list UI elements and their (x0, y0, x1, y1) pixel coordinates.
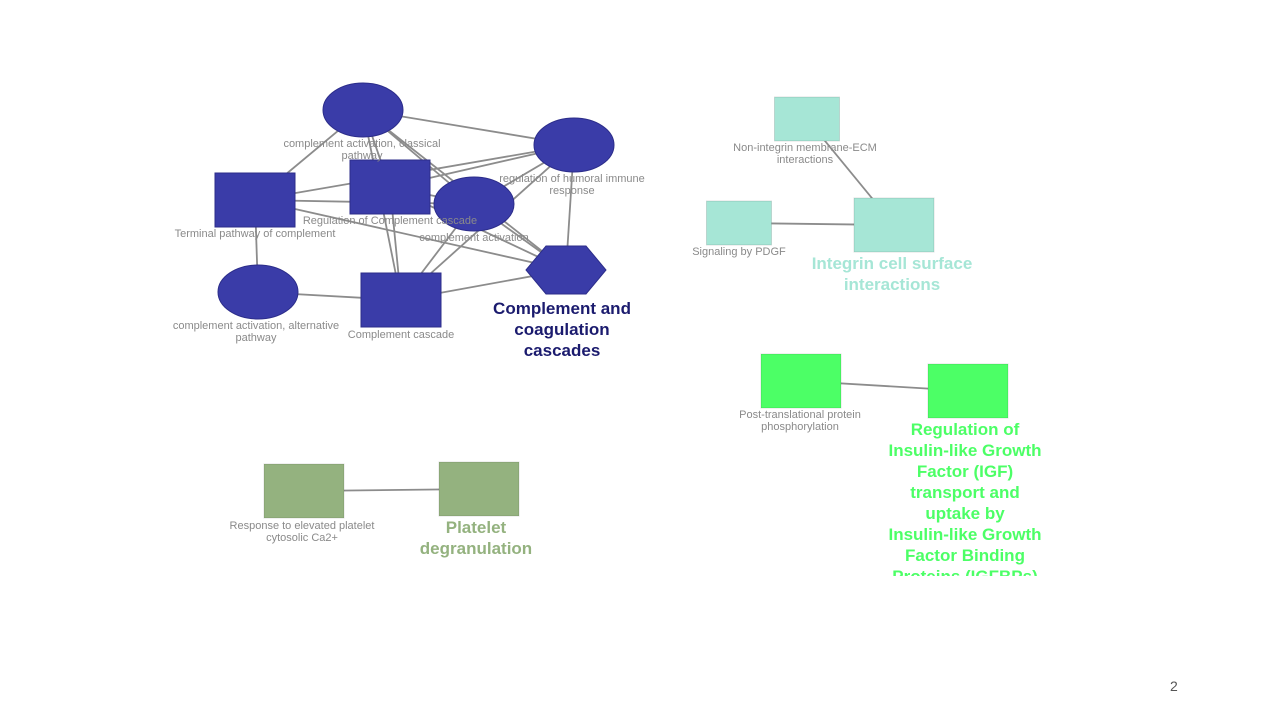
node-label-cascade: Complement cascade (348, 329, 454, 341)
node-regulation (349, 159, 431, 215)
cluster-title-line: Regulation of (911, 420, 1020, 439)
node-integrin (853, 197, 935, 253)
node-nonintegrin (774, 96, 840, 142)
cluster-title-line: Integrin cell surface (812, 254, 973, 273)
cluster-title-line: uptake by (925, 504, 1005, 523)
cluster-title-layer: Complement and coagulation cascades Integri… (420, 254, 1042, 586)
node-label-line: pathway (236, 332, 277, 344)
page-number: 2 (1170, 678, 1178, 694)
node-layer (214, 82, 1009, 519)
cluster-title-line: cascades (524, 341, 601, 360)
node-label-line: Signaling by PDGF (692, 246, 786, 258)
node-label-terminal: Terminal pathway of complement (175, 228, 336, 240)
cluster-title-line: Factor (IGF) (917, 462, 1013, 481)
node-label-pdgf: Signaling by PDGF (692, 246, 786, 258)
node-label-line: phosphorylation (761, 421, 839, 433)
node-label-line: Complement cascade (348, 329, 454, 341)
node-label-line: regulation of humoral immune (499, 173, 645, 185)
cluster-title-line: transport and (910, 483, 1020, 502)
node-terminal (214, 172, 296, 228)
cluster-title-line: interactions (844, 275, 940, 294)
node-label-line: interactions (777, 154, 834, 166)
node-label-line: complement activation, alternative (173, 320, 339, 332)
node-label-line: Regulation of Complement cascade (303, 215, 477, 227)
node-label-line: complement activation, classical (283, 138, 440, 150)
cluster-title-complement: Complement and coagulation cascades (493, 299, 631, 360)
node-ca2 (263, 463, 345, 519)
node-coag (525, 245, 607, 295)
node-label-regulation: Regulation of Complement cascade (303, 215, 477, 227)
node-ptm (760, 353, 842, 409)
node-classical (322, 82, 404, 138)
edge-terminal-coag (254, 199, 567, 271)
node-label-line: cytosolic Ca2+ (266, 532, 338, 544)
node-humoral (533, 117, 615, 173)
node-alternative (217, 264, 299, 320)
node-label-line: pathway (342, 150, 383, 162)
node-label-line: Terminal pathway of complement (175, 228, 336, 240)
node-igfnode (927, 363, 1009, 419)
node-label-line: Non-integrin membrane-ECM (733, 142, 877, 154)
node-label-line: complement activation (419, 232, 528, 244)
node-label-line: response (549, 185, 594, 197)
cluster-title-line: Complement and (493, 299, 631, 318)
node-cascade (360, 272, 442, 328)
cluster-title-line: Platelet (446, 518, 507, 537)
cluster-title-line: Insulin-like Growth (888, 441, 1041, 460)
cluster-title-platelet: Platelet degranulation (420, 518, 532, 558)
node-label-line: Response to elevated platelet (230, 520, 375, 532)
node-label-line: Post-translational protein (739, 409, 861, 421)
cluster-title-integrin: Integrin cell surface interactions (812, 254, 973, 294)
cluster-title-line: Insulin-like Growth (888, 525, 1041, 544)
node-degran (438, 461, 520, 517)
cluster-title-line: degranulation (420, 539, 532, 558)
cluster-title-line: coagulation (514, 320, 609, 339)
cluster-title-line: Proteins (IGFBPs) (892, 567, 1037, 586)
node-pdgf (706, 200, 772, 246)
node-activation (433, 176, 515, 232)
node-label-activation: complement activation (419, 232, 528, 244)
cluster-title-line: Factor Binding (905, 546, 1025, 565)
